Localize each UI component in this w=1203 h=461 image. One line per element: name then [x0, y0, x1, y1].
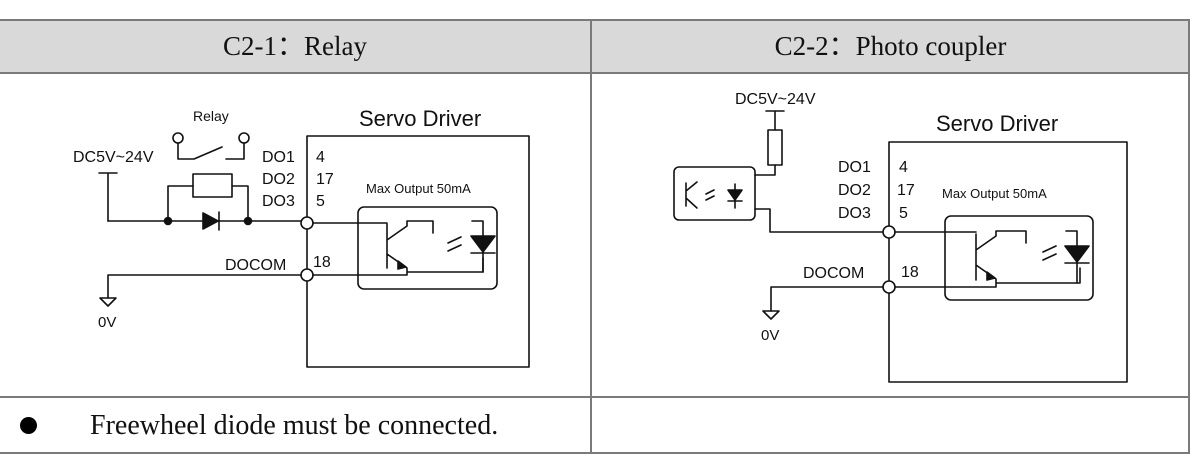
diagram-photo-coupler: DC5V~24V Servo Driver DO1 DO2 DO3 4 17 5… — [673, 91, 1128, 383]
table-border-header — [0, 72, 1190, 74]
relay-driver-title: Servo Driver — [359, 106, 481, 131]
relay-contact-right — [238, 132, 250, 144]
photo-pin-do2: DO2 — [838, 182, 871, 199]
photo-ground-wire — [770, 286, 884, 312]
table-border-right — [1188, 19, 1190, 454]
photo-driver-title: Servo Driver — [936, 111, 1058, 136]
photo-input-led-lines — [727, 183, 743, 209]
photo-resistor — [767, 129, 783, 166]
relay-terminal-do — [300, 216, 314, 230]
photo-supply-label: DC5V~24V — [735, 91, 816, 108]
relay-led-lines — [470, 220, 496, 273]
relay-pin-do1: DO1 — [262, 149, 295, 166]
photo-docom-number: 18 — [901, 264, 919, 281]
photo-driver-box — [888, 141, 1128, 383]
relay-pin-do2: DO2 — [262, 171, 295, 188]
photo-supply-bar — [765, 110, 785, 131]
photo-pin-do1-number: 4 — [899, 159, 908, 176]
photo-ground-label: 0V — [761, 327, 779, 344]
relay-driver-box — [306, 135, 530, 368]
table-border-bottom — [0, 452, 1190, 454]
photo-input-transistor — [685, 181, 698, 209]
photo-resistor-wire — [754, 164, 776, 176]
photo-signal-wire — [754, 208, 884, 233]
photo-pin-do3: DO3 — [838, 205, 871, 222]
table-border-top — [0, 19, 1190, 21]
relay-pin-do3-number: 5 — [316, 193, 325, 210]
relay-max-output: Max Output 50mA — [366, 181, 471, 196]
relay-docom-label: DOCOM — [225, 257, 286, 274]
table-border-middle — [0, 396, 1190, 398]
relay-pin-do1-number: 4 — [316, 149, 325, 166]
table-column-divider — [590, 19, 592, 454]
photo-led-lines — [1064, 230, 1090, 284]
relay-opto-wires — [312, 222, 359, 276]
photo-max-output: Max Output 50mA — [942, 186, 1047, 201]
relay-diode-triangle — [202, 212, 219, 230]
diagram-relay: DC5V~24V Relay Servo Driver DO1 DO2 DO3 … — [73, 106, 530, 368]
relay-transistor — [357, 220, 484, 276]
photo-pin-do2-number: 17 — [897, 182, 915, 199]
photo-pin-do3-number: 5 — [899, 205, 908, 222]
relay-coil — [192, 173, 233, 198]
header-cell-relay-bg — [0, 21, 590, 72]
photo-input-coupler — [673, 166, 756, 221]
photo-input-arrows — [705, 189, 715, 201]
photo-terminal-docom — [882, 280, 896, 294]
relay-ground-label: 0V — [98, 314, 116, 331]
relay-pin-do2-number: 17 — [316, 171, 334, 188]
relay-coil-wires — [167, 185, 249, 222]
header-relay: C2-1：Relay — [223, 31, 367, 61]
relay-contact-left — [172, 132, 184, 144]
relay-pin-do3: DO3 — [262, 193, 295, 210]
photo-transistor — [944, 230, 1081, 288]
note-freewheel-diode: Freewheel diode must be connected. — [90, 410, 499, 441]
relay-light-arrows — [447, 236, 462, 252]
photo-opto-box — [944, 215, 1094, 301]
relay-terminal-docom — [300, 268, 314, 282]
photo-pin-do1: DO1 — [838, 159, 871, 176]
relay-supply-bar — [98, 172, 118, 222]
photo-light-arrows — [1042, 245, 1057, 261]
header-cell-photo-bg — [592, 21, 1189, 72]
relay-label: Relay — [193, 108, 229, 124]
photo-opto-wires — [894, 231, 946, 288]
header-photo-coupler: C2-2：Photo coupler — [774, 31, 1007, 61]
relay-ground-symbol — [99, 297, 117, 307]
photo-docom-label: DOCOM — [803, 265, 864, 282]
photo-ground-symbol — [762, 310, 780, 320]
relay-transistor-arrow — [397, 260, 407, 270]
relay-ground-wire — [107, 274, 302, 299]
photo-transistor-arrow — [986, 271, 996, 281]
relay-switch — [177, 142, 245, 160]
photo-terminal-do — [882, 225, 896, 239]
bullet-icon — [20, 417, 37, 434]
relay-docom-number: 18 — [313, 254, 331, 271]
relay-supply-label: DC5V~24V — [73, 149, 154, 166]
relay-opto-box — [357, 206, 498, 290]
